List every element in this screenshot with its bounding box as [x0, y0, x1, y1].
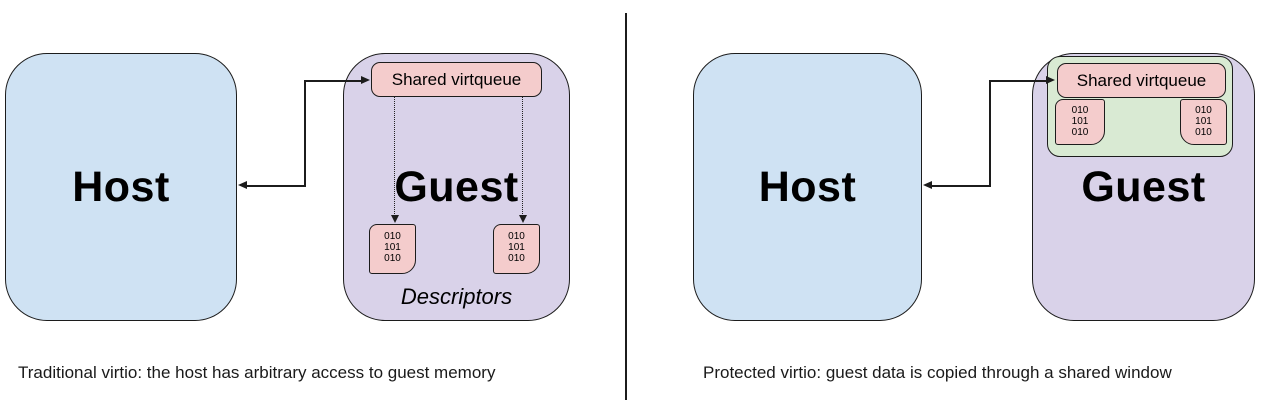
connector-to-virtqueue-segment	[304, 80, 364, 82]
shared-virtqueue-label: Shared virtqueue	[1076, 70, 1207, 90]
descriptor-box: 010 101 010	[493, 224, 540, 274]
connector-to-host-segment	[246, 185, 306, 187]
panel-caption: Traditional virtio: the host has arbitra…	[18, 363, 496, 382]
binary-line: 010	[1071, 105, 1089, 116]
dotted-line-left	[394, 97, 395, 216]
binary-line: 101	[1071, 116, 1089, 127]
shared-virtqueue-label: Shared virtqueue	[391, 69, 522, 89]
descriptor-box: 010 101 010	[369, 224, 416, 274]
descriptors-label: Descriptors	[400, 284, 513, 309]
binary-line: 101	[384, 242, 401, 253]
binary-line: 101	[1195, 116, 1212, 127]
panel-divider	[625, 13, 627, 400]
host-label: Host	[758, 162, 857, 211]
dotted-line-right	[522, 97, 523, 216]
arrowhead-down-icon	[391, 215, 399, 223]
shared-virtqueue-box: Shared virtqueue	[1057, 63, 1226, 98]
binary-line: 010	[384, 253, 401, 264]
descriptor-box: 010 101 010	[1180, 99, 1227, 145]
shared-virtqueue-box: Shared virtqueue	[371, 62, 542, 97]
binary-line: 010	[1195, 105, 1212, 116]
binary-line: 010	[508, 231, 525, 242]
connector-vertical-segment	[304, 80, 306, 186]
guest-box	[343, 53, 570, 321]
binary-line: 101	[508, 242, 525, 253]
host-box: Host	[693, 53, 922, 321]
arrowhead-right-icon	[1046, 76, 1055, 84]
arrowhead-right-icon	[361, 76, 370, 84]
binary-line: 010	[1195, 127, 1212, 138]
panel-caption: Protected virtio: guest data is copied t…	[703, 363, 1172, 382]
arrowhead-left-icon	[238, 181, 247, 189]
arrowhead-down-icon	[519, 215, 527, 223]
host-box: Host	[5, 53, 237, 321]
binary-line: 010	[384, 231, 401, 242]
connector-to-host-segment	[931, 185, 991, 187]
arrowhead-left-icon	[923, 181, 932, 189]
host-label: Host	[72, 162, 170, 211]
binary-line: 010	[1071, 127, 1089, 138]
descriptor-box: 010 101 010	[1055, 99, 1105, 145]
binary-line: 010	[508, 253, 525, 264]
connector-to-window-segment	[989, 80, 1047, 82]
connector-vertical-segment	[989, 80, 991, 186]
